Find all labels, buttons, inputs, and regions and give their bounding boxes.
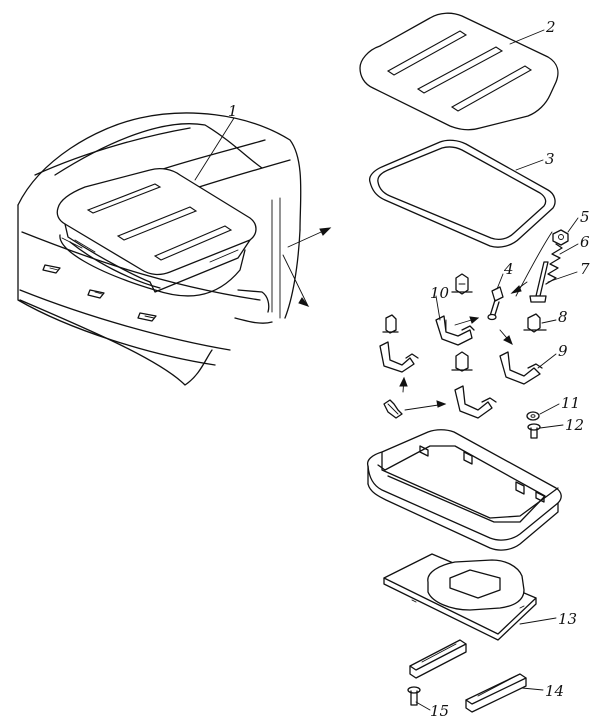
clip-top bbox=[451, 273, 473, 295]
part-6-spring bbox=[545, 243, 563, 285]
part-5-nut bbox=[552, 229, 569, 246]
part-8-clip bbox=[523, 313, 547, 333]
callout-14: 14 bbox=[545, 682, 564, 700]
part-2-lid bbox=[359, 12, 559, 131]
part-3-seal bbox=[368, 139, 556, 248]
hardware-parts bbox=[379, 229, 569, 439]
part-4-pin bbox=[487, 286, 504, 321]
hatch-frame bbox=[366, 429, 562, 551]
part-10-bracket bbox=[435, 315, 475, 346]
bracket-bottom bbox=[454, 385, 497, 419]
callout-5: 5 bbox=[580, 208, 590, 226]
explosion-arrows-roof bbox=[282, 227, 332, 307]
clip-left bbox=[382, 314, 399, 334]
part-15-screw bbox=[407, 686, 421, 706]
callout-12: 12 bbox=[565, 416, 584, 434]
callout-8: 8 bbox=[558, 308, 568, 326]
part-7-bolt bbox=[529, 261, 549, 303]
cab-roof bbox=[17, 112, 302, 386]
callout-2: 2 bbox=[545, 18, 556, 36]
roof-hatch-assembled bbox=[56, 168, 257, 297]
part-11-nut bbox=[526, 411, 540, 421]
part-12-bolt bbox=[527, 423, 541, 439]
callout-11: 11 bbox=[561, 394, 580, 412]
callout-3: 3 bbox=[545, 150, 555, 168]
spring-clip bbox=[383, 399, 403, 419]
bracket-left bbox=[379, 341, 419, 373]
part-13-panel bbox=[383, 553, 537, 641]
callout-15: 15 bbox=[430, 702, 449, 720]
callout-9: 9 bbox=[558, 342, 568, 360]
callout-labels: 1 2 3 4 5 6 7 8 9 10 11 12 13 14 15 bbox=[228, 18, 590, 720]
part-9-bracket bbox=[499, 351, 543, 385]
clip-middle bbox=[451, 351, 473, 372]
callout-13: 13 bbox=[558, 610, 577, 628]
callout-4: 4 bbox=[503, 260, 514, 278]
part-14-hinges bbox=[409, 639, 527, 713]
callout-10: 10 bbox=[430, 284, 450, 302]
callout-6: 6 bbox=[580, 233, 590, 251]
callout-1: 1 bbox=[228, 102, 238, 120]
leader-lines bbox=[194, 29, 579, 711]
callout-7: 7 bbox=[580, 260, 590, 278]
